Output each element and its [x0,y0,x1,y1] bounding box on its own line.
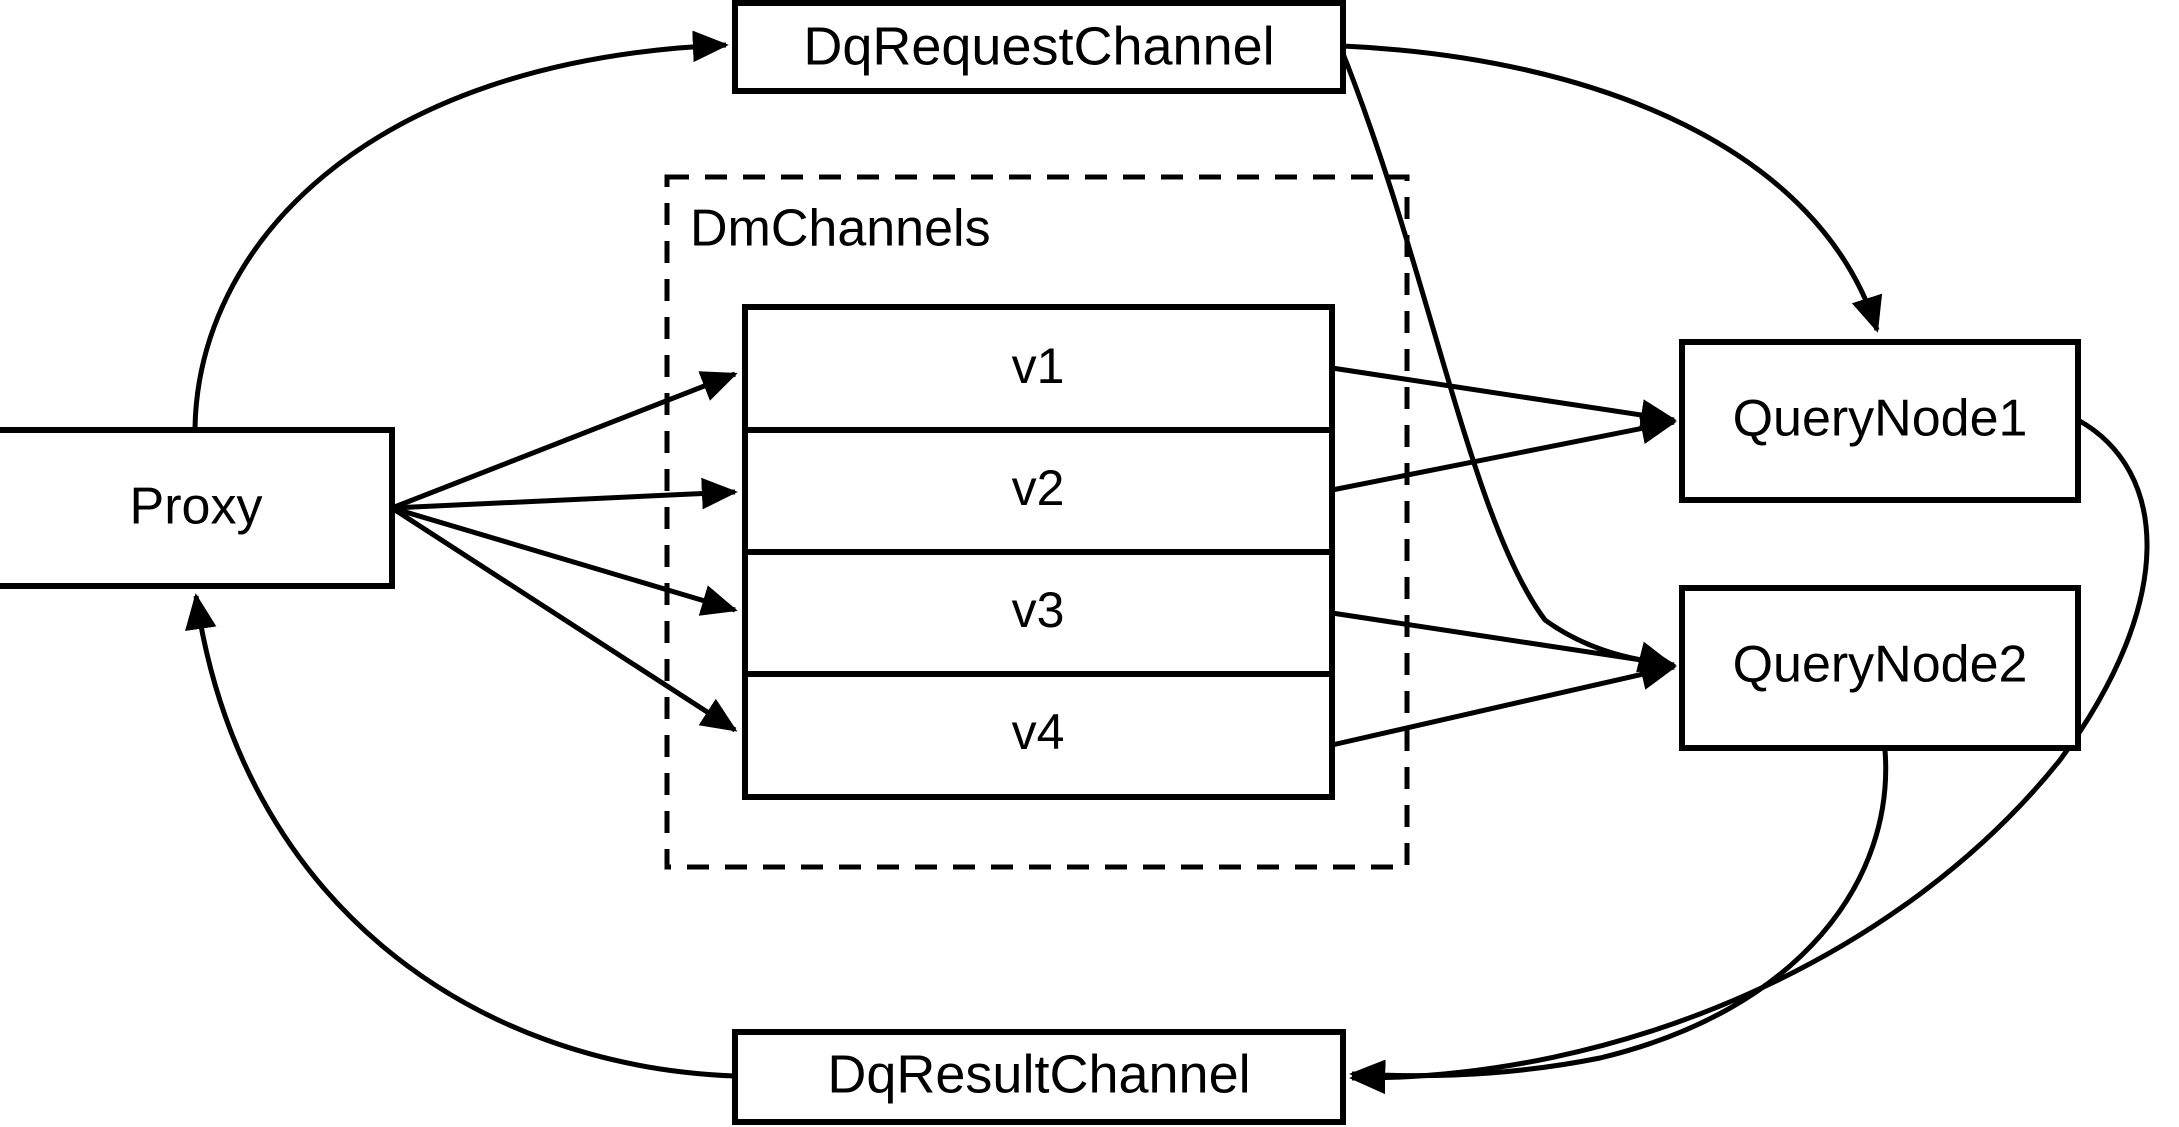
edge-v1-to-querynode1 [1331,365,1677,431]
edge-proxy-to-v3 [391,505,738,616]
edge-proxy-to-v2 [391,477,738,511]
edge-proxy-to-v4 [390,505,738,733]
shard-label-v3: v3 [1012,582,1065,638]
shard-label-v2: v2 [1012,460,1065,516]
edge-v4-to-querynode2 [1331,658,1677,748]
dq-result-channel-label: DqResultChannel [827,1044,1250,1104]
dm-channels-label: DmChannels [690,200,991,258]
edge-querynode1-to-dqresultchannel [1349,417,2150,1095]
dq-request-channel-node[interactable] [732,0,1346,94]
dm-channels-group [664,174,1410,870]
query-node-1[interactable] [1679,339,2081,503]
edge-dqrequestchannel-to-querynode2 [1337,45,1675,673]
query-node-1-label: QueryNode1 [1733,390,2028,448]
edge-proxy-to-v1 [391,371,738,511]
dq-result-channel-node[interactable] [732,1029,1346,1125]
proxy-label: Proxy [130,478,263,536]
edge-v3-to-querynode2 [1331,610,1677,676]
edge-querynode2-to-dqresultchannel [1349,749,1889,1092]
proxy-node[interactable] [0,427,395,589]
query-node-2[interactable] [1679,585,2081,751]
dq-request-channel-label: DqRequestChannel [803,16,1274,76]
edge-proxy-to-dqrequestchannel [192,30,729,429]
edge-v2-to-querynode1 [1331,412,1677,493]
edge-dqrequestchannel-to-querynode1 [1342,43,1883,333]
shard-label-v1: v1 [1012,338,1065,394]
shard-label-v4: v4 [1012,704,1065,760]
query-node-2-label: QueryNode2 [1733,636,2028,694]
edge-dqresultchannel-to-proxy [185,593,736,1079]
